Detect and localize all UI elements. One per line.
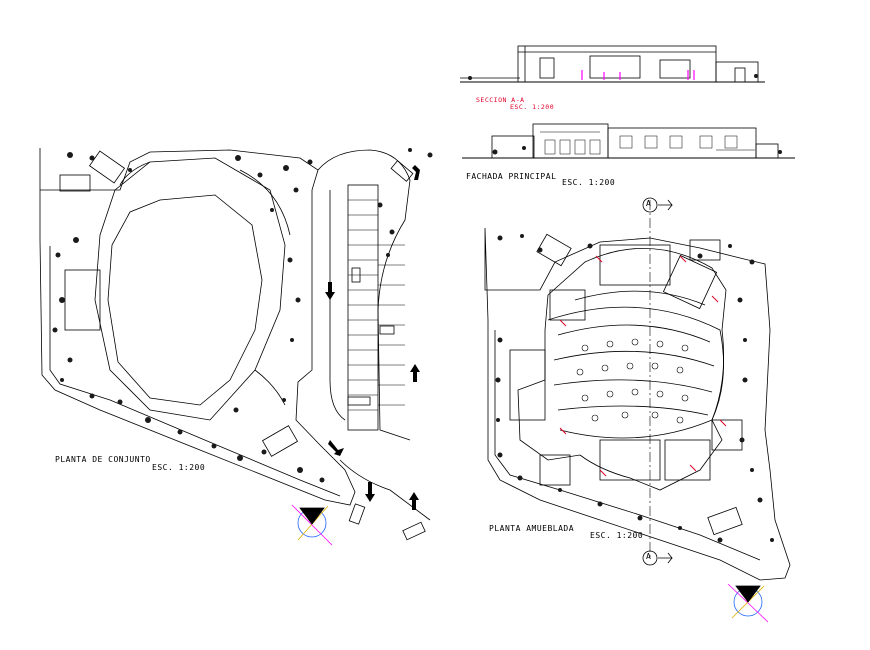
car-road-bottom-1 bbox=[348, 503, 366, 525]
north-arrow-icon bbox=[291, 504, 333, 546]
room-sw bbox=[539, 454, 571, 486]
section-marker-top-letter: A bbox=[646, 199, 652, 208]
arrow-down-icon bbox=[365, 482, 375, 502]
section-marker-bottom-letter: A bbox=[646, 552, 652, 561]
table-clusters bbox=[576, 338, 689, 424]
car-road-bottom-2 bbox=[402, 521, 426, 541]
trees bbox=[52, 74, 782, 543]
auditorium-arc-outer bbox=[547, 306, 724, 439]
room-west bbox=[509, 349, 546, 421]
facade-main-block bbox=[532, 123, 609, 159]
main-building-inner bbox=[107, 194, 263, 406]
arrow-up-icon bbox=[409, 492, 419, 510]
parking-road-curve bbox=[317, 149, 411, 441]
auditorium-arc-2 bbox=[553, 350, 715, 367]
section-marker-top bbox=[642, 197, 673, 213]
arrow-down-icon bbox=[325, 282, 335, 300]
site-plan-title: PLANTA DE CONJUNTO bbox=[55, 455, 151, 464]
section-title: SECCION A-A bbox=[476, 96, 525, 104]
facade-east-block bbox=[607, 127, 757, 159]
room-north bbox=[599, 244, 671, 286]
annex-block-sw bbox=[59, 174, 91, 192]
auditorium-arc-1 bbox=[557, 324, 711, 343]
auditorium-arc-3 bbox=[553, 379, 713, 393]
red-door-marks bbox=[559, 255, 727, 477]
site-inner-edge bbox=[49, 246, 341, 497]
car-parked-3 bbox=[347, 396, 371, 406]
road-bottom bbox=[339, 459, 431, 521]
facade-far-east bbox=[755, 143, 779, 159]
furnished-plan-scale: ESC. 1:200 bbox=[590, 531, 644, 540]
facade-scale: ESC. 1:200 bbox=[562, 178, 616, 187]
section-a-a bbox=[460, 45, 765, 83]
parking-stalls bbox=[348, 199, 405, 411]
arc-terrace-nw bbox=[119, 161, 151, 186]
north-arrow-icon bbox=[727, 583, 769, 623]
section-scale: ESC. 1:200 bbox=[510, 103, 555, 111]
traffic-arrows bbox=[325, 165, 420, 510]
annex-block-nw bbox=[88, 150, 126, 184]
annex-block-se bbox=[261, 425, 299, 457]
site-plan-scale: ESC. 1:200 bbox=[152, 463, 206, 472]
car-parked-1 bbox=[351, 267, 361, 283]
room-se bbox=[664, 439, 711, 481]
annex-sw bbox=[707, 506, 743, 536]
site-plan bbox=[39, 148, 431, 546]
car-parked-2 bbox=[379, 325, 395, 335]
room-ne bbox=[662, 254, 718, 310]
section-marker-bottom bbox=[642, 550, 673, 566]
furnished-plan bbox=[484, 197, 791, 623]
arc-terrace-ne bbox=[239, 169, 291, 236]
furnished-site-boundary bbox=[484, 227, 791, 581]
furnished-building-outline bbox=[517, 248, 727, 491]
facade-west-block bbox=[491, 135, 535, 159]
arc-terrace-se bbox=[254, 369, 286, 406]
auditorium-arc-4 bbox=[557, 405, 709, 416]
room-east bbox=[711, 419, 743, 451]
annex-ne bbox=[689, 239, 721, 261]
furnished-plan-title: PLANTA AMUEBLADA bbox=[489, 524, 575, 533]
facade-title: FACHADA PRINCIPAL bbox=[466, 172, 557, 181]
room-south bbox=[599, 439, 661, 481]
section-figures bbox=[581, 70, 695, 80]
annex-nw bbox=[536, 233, 572, 267]
arrow-up-icon bbox=[410, 364, 420, 382]
main-building-outline bbox=[94, 157, 286, 421]
site-boundary bbox=[39, 148, 356, 506]
stage-arc bbox=[574, 290, 706, 306]
section-roof-block bbox=[517, 45, 717, 83]
parking-block bbox=[347, 184, 379, 431]
facade-principal bbox=[462, 123, 795, 159]
parking-road-inner bbox=[329, 190, 346, 421]
arrow-turn-icon bbox=[328, 440, 344, 456]
arrow-turn-icon bbox=[412, 165, 420, 180]
room-nw bbox=[549, 289, 586, 321]
car-road-top bbox=[390, 160, 414, 182]
